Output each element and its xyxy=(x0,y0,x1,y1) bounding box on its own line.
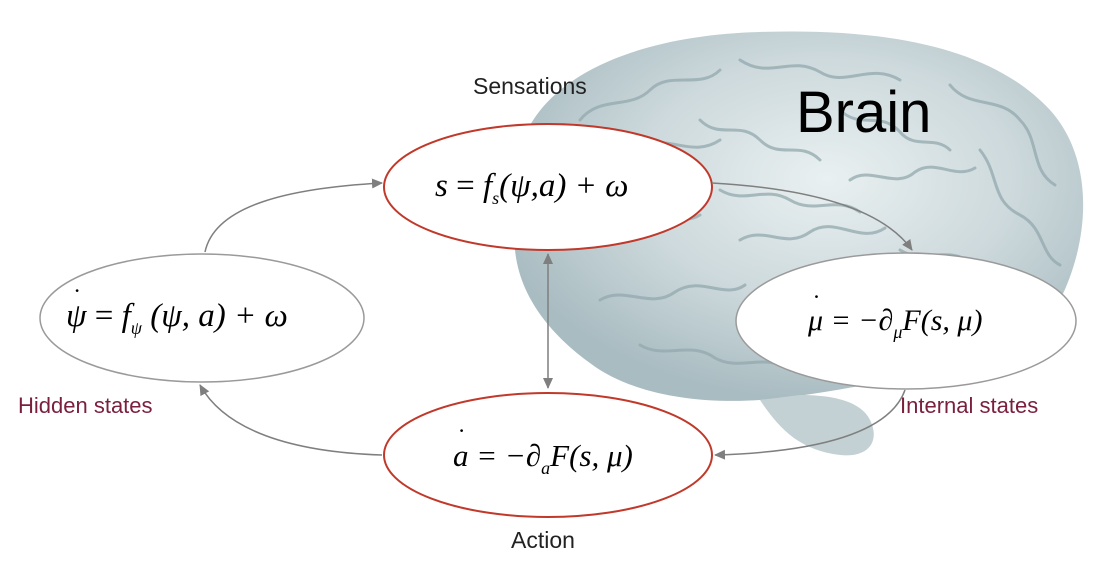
internal-eq-lhs: μ xyxy=(808,306,823,336)
arrow-sensation-to-internal xyxy=(711,182,913,251)
arrow-action-to-hidden xyxy=(199,384,383,456)
brain-title: Brain xyxy=(796,80,932,145)
sensation-eq-lhs: s xyxy=(435,168,448,204)
internal-states-ellipse xyxy=(735,252,1077,390)
sensation-equation: s = fs(ψ,a) + ω xyxy=(435,168,629,208)
internal-eq-pre: = −∂ xyxy=(823,304,894,337)
internal-states-equation: μ = −∂μF(s, μ) xyxy=(808,304,983,342)
action-label: Action xyxy=(511,527,575,553)
sensation-eq-sub: s xyxy=(492,188,500,208)
sensations-label: Sensations xyxy=(473,73,587,99)
action-ellipse xyxy=(383,392,713,518)
internal-eq-sub: μ xyxy=(893,322,903,342)
hidden-states-equation: ψ = fψ (ψ, a) + ω xyxy=(66,298,288,338)
hidden-eq-lhs: ψ xyxy=(66,300,87,333)
hidden-states-label: Hidden states xyxy=(18,393,153,418)
arrow-hidden-to-sensation xyxy=(204,178,383,253)
action-eq-rhs: F(s, μ) xyxy=(550,438,633,473)
internal-eq-rhs: F(s, μ) xyxy=(902,304,983,337)
action-equation: a = −∂aF(s, μ) xyxy=(453,440,633,477)
hidden-eq-sub: ψ xyxy=(130,318,142,338)
hidden-eq-f: f xyxy=(121,298,131,334)
action-eq-pre: = −∂ xyxy=(468,438,542,473)
sensation-eq-rhs: (ψ,a) + ω xyxy=(499,168,629,204)
sensation-eq-f: f xyxy=(482,168,493,204)
action-eq-lhs: a xyxy=(453,440,469,471)
hidden-eq-rhs: (ψ, a) + ω xyxy=(141,298,288,334)
internal-states-label: Internal states xyxy=(900,393,1039,418)
action-eq-sub: a xyxy=(541,458,551,478)
sensation-ellipse xyxy=(383,123,713,251)
hidden-states-ellipse xyxy=(39,253,365,383)
arrow-internal-to-action xyxy=(714,389,906,460)
